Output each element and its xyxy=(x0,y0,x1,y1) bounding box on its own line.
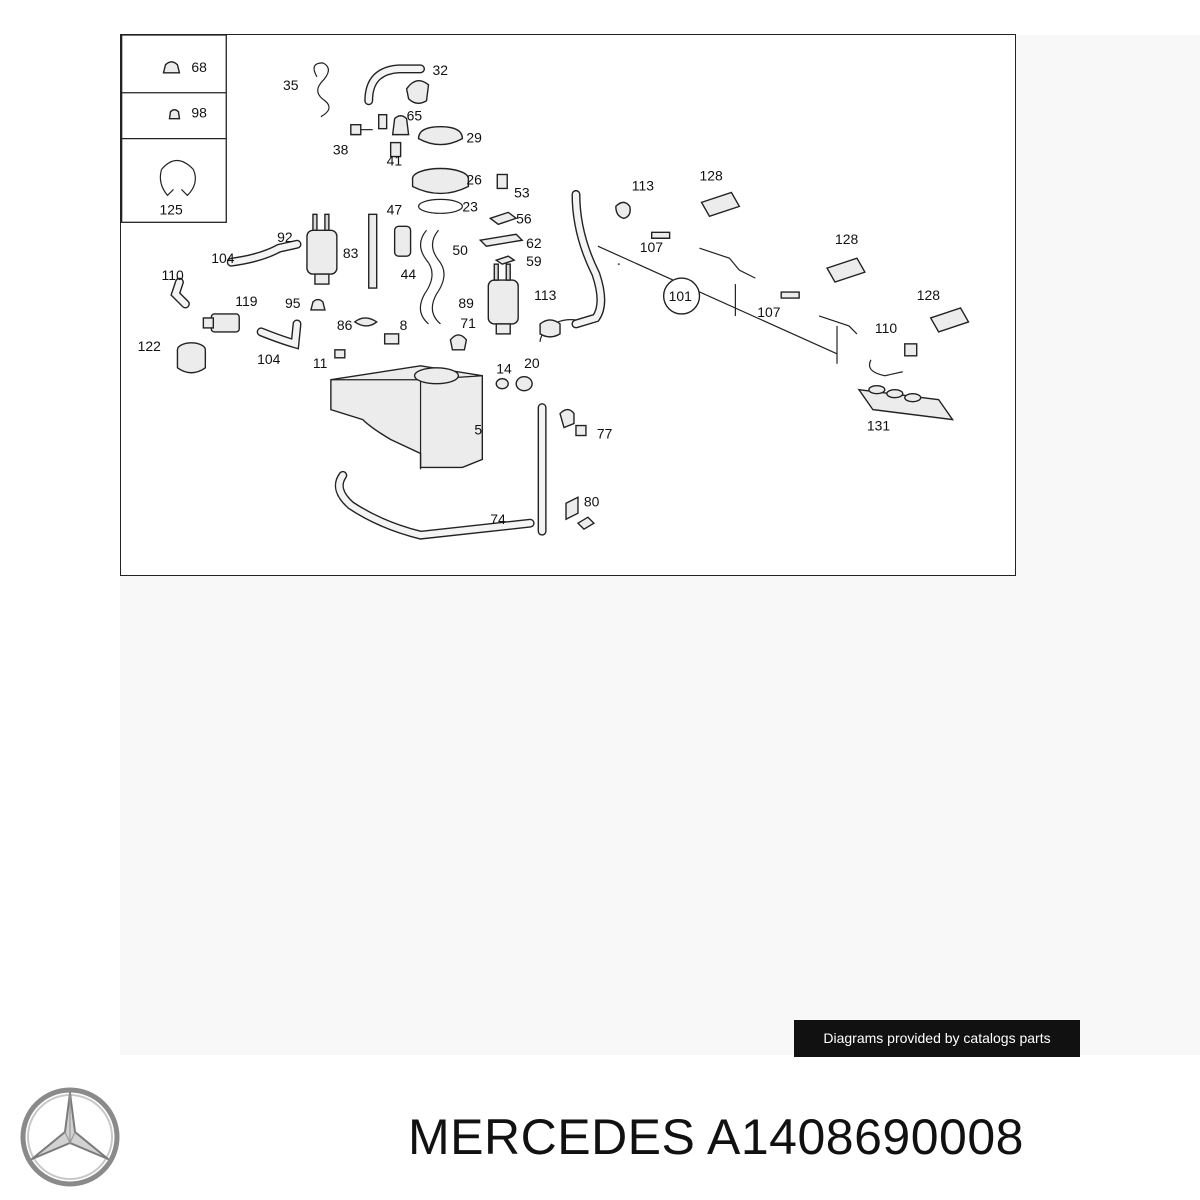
callout-77: 77 xyxy=(597,426,613,442)
callout-101: 101 xyxy=(669,288,693,304)
part-title: MERCEDES A1408690008 xyxy=(408,1108,1024,1166)
callout-41: 41 xyxy=(387,153,403,169)
callout-5: 5 xyxy=(474,422,482,438)
callout-71: 71 xyxy=(460,315,476,331)
callout-95: 95 xyxy=(285,295,301,311)
callout-50: 50 xyxy=(452,242,468,258)
callout-62: 62 xyxy=(526,235,542,251)
callout-119: 119 xyxy=(235,293,257,309)
washer-pumps xyxy=(170,213,577,392)
callout-44: 44 xyxy=(401,266,417,282)
callout-26: 26 xyxy=(466,171,482,187)
filler-neck-assembly xyxy=(313,62,524,265)
callout-104-top: 104 xyxy=(211,250,235,266)
callout-92: 92 xyxy=(277,229,293,245)
callout-38: 38 xyxy=(333,142,349,158)
callout-128-top: 128 xyxy=(700,167,724,183)
mercedes-star-icon xyxy=(20,1087,120,1187)
legend-label-125: 125 xyxy=(160,201,184,217)
callout-56: 56 xyxy=(516,210,532,226)
callout-110-right: 110 xyxy=(875,320,897,336)
callout-128-right: 128 xyxy=(917,287,941,303)
brand-name: MERCEDES xyxy=(408,1109,696,1165)
callout-20: 20 xyxy=(524,355,540,371)
callout-80: 80 xyxy=(584,493,600,509)
callout-122: 122 xyxy=(138,338,162,354)
callout-86: 86 xyxy=(337,317,353,333)
part-number: A1408690008 xyxy=(707,1109,1024,1165)
legend-label-98: 98 xyxy=(191,105,207,121)
callout-131: 131 xyxy=(867,418,891,434)
callout-128-mid: 128 xyxy=(835,231,859,247)
legend-box: 68 98 125 xyxy=(121,35,227,223)
callout-11: 11 xyxy=(313,355,328,371)
callout-59: 59 xyxy=(526,253,542,269)
washer-reservoir xyxy=(330,365,596,540)
callout-89: 89 xyxy=(458,295,474,311)
callout-107-lower: 107 xyxy=(757,304,781,320)
callout-74: 74 xyxy=(490,511,506,527)
part-callouts: 35 32 65 29 38 41 26 53 23 56 47 50 62 5… xyxy=(138,62,941,527)
callout-113-top: 113 xyxy=(632,177,654,193)
parts-diagram-drawing: 68 98 125 xyxy=(121,35,970,540)
callout-53: 53 xyxy=(514,184,530,200)
rear-washer-line xyxy=(571,189,970,421)
callout-104-bottom: 104 xyxy=(257,351,281,367)
callout-29: 29 xyxy=(466,130,482,146)
callout-32: 32 xyxy=(433,62,449,78)
callout-65: 65 xyxy=(407,108,423,124)
callout-35: 35 xyxy=(283,77,299,93)
callout-14: 14 xyxy=(496,361,512,377)
callout-113-mid: 113 xyxy=(534,287,556,303)
callout-83: 83 xyxy=(343,245,359,261)
callout-110-left: 110 xyxy=(162,267,184,283)
callout-47: 47 xyxy=(387,201,403,217)
callout-8: 8 xyxy=(400,317,408,333)
callout-107-upper: 107 xyxy=(640,239,664,255)
callout-23: 23 xyxy=(462,198,478,214)
diagram-credit-banner: Diagrams provided by catalogs parts xyxy=(794,1020,1080,1057)
legend-label-68: 68 xyxy=(191,59,207,75)
parts-diagram: 68 98 125 xyxy=(120,34,1016,576)
